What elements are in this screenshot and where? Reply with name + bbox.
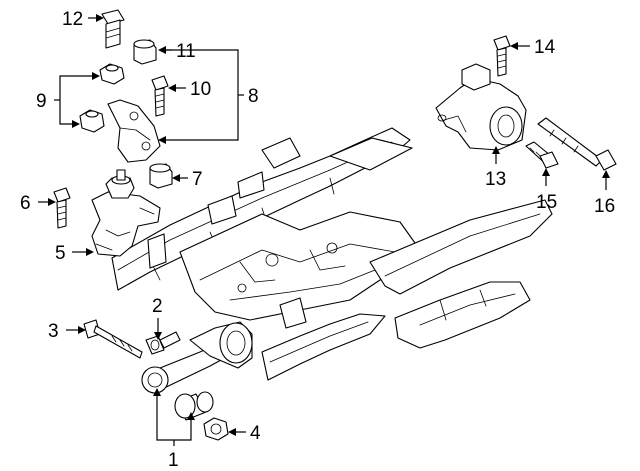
callout-3: 3 [48,321,59,342]
nut-9-lower [79,109,105,133]
callout-2: 2 [152,296,163,317]
callout-1: 1 [168,450,179,471]
callout-9: 9 [36,91,47,112]
callout-12: 12 [62,9,83,30]
torque-rod-bushing [174,391,214,421]
nut-9-upper [99,63,125,85]
bolt-14 [493,35,511,77]
bolt-6 [53,187,71,229]
callout-14: 14 [534,37,556,58]
nut-4 [203,417,229,441]
torque-rod [141,321,253,394]
callout-16: 16 [594,196,615,217]
callout-10: 10 [190,79,211,100]
callout-13: 13 [485,169,506,190]
bolt-2 [145,331,181,355]
callout-15: 15 [536,192,557,213]
mount-bracket-8 [107,99,161,163]
callout-numbers: 1 2 3 4 5 6 7 8 9 10 11 12 13 14 15 16 [20,9,615,471]
bushing-11 [133,39,157,65]
transmission-mount [435,63,527,151]
leader-lines [38,14,610,446]
bushing-7 [149,163,173,189]
stud-bolt-12 [101,9,125,49]
bolt-16 [537,117,617,171]
bolt-10 [151,75,169,117]
callout-7: 7 [192,169,203,190]
bolt-15 [525,141,559,169]
subframe [111,127,553,381]
bolt-3 [83,319,143,359]
callout-4: 4 [250,423,261,444]
callout-5: 5 [55,243,66,264]
callout-11: 11 [176,41,196,62]
callout-8: 8 [248,86,259,107]
callout-6: 6 [20,193,31,214]
engine-mount-left [91,169,161,257]
